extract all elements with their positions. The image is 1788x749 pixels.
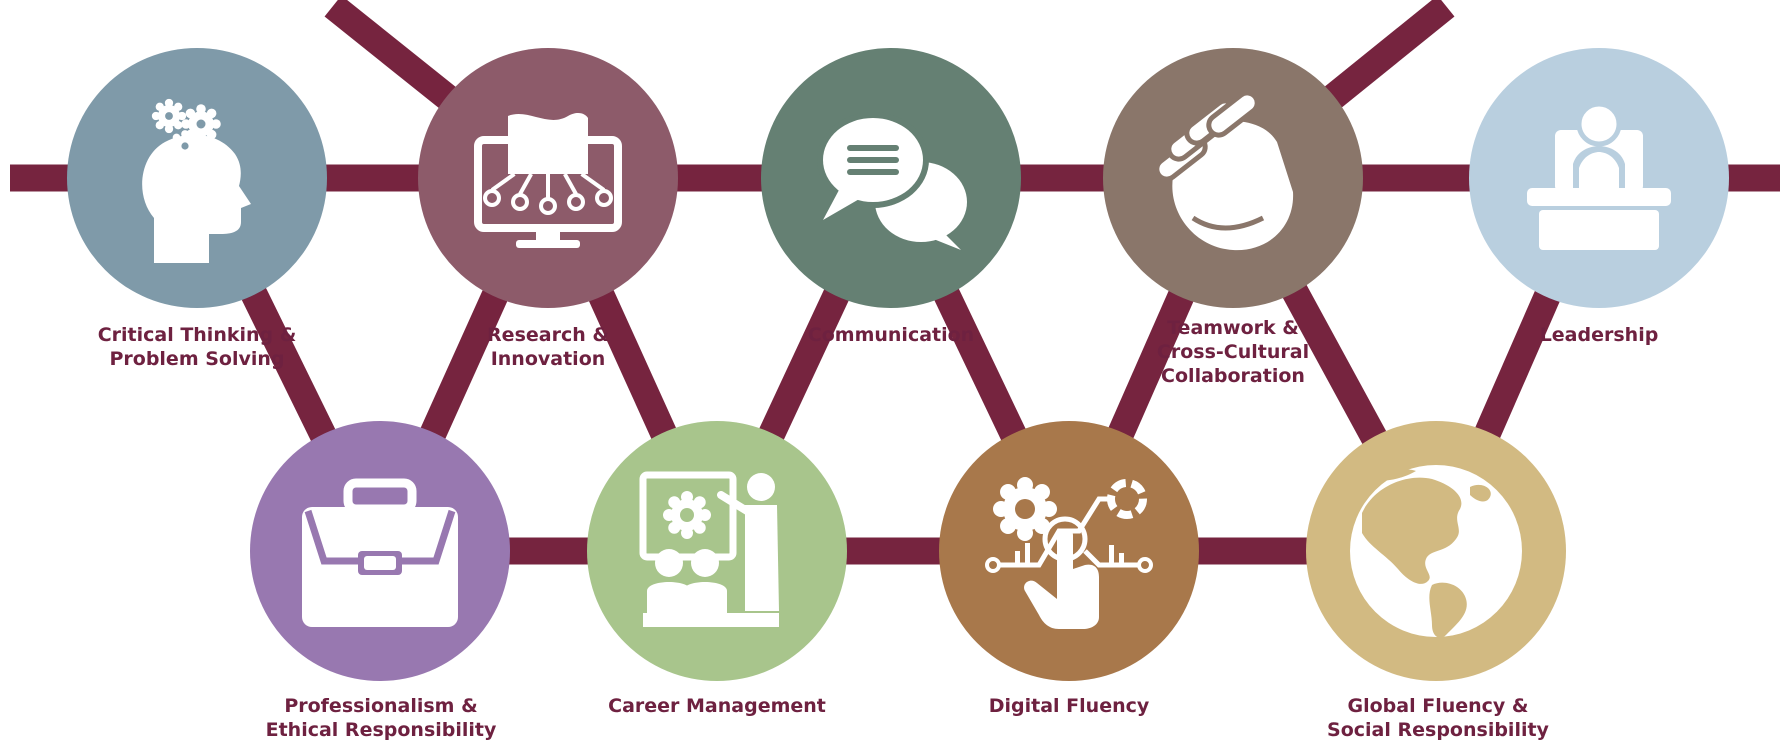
head-gears-icon — [142, 98, 251, 264]
label-line: Communication — [807, 324, 975, 346]
label-line: Cross-Cultural — [1156, 341, 1310, 363]
label-line: Research & — [487, 324, 609, 346]
career-circle — [587, 421, 847, 681]
speech-bubbles-icon — [817, 112, 967, 250]
label-line: Ethical Responsibility — [265, 719, 497, 741]
leadership-label: Leadership — [1540, 323, 1659, 347]
communication-label: Communication — [808, 323, 974, 347]
global-label: Global Fluency &Social Responsibility — [1327, 694, 1549, 742]
professionalism-label: Professionalism &Ethical Responsibility — [266, 694, 497, 742]
competency-circles — [67, 48, 1729, 681]
label-line: Teamwork & — [1167, 317, 1299, 339]
label-line: Career Management — [608, 695, 826, 717]
competency-professionalism — [250, 421, 510, 681]
label-line: Social Responsibility — [1327, 719, 1549, 741]
label-line: Innovation — [490, 348, 606, 370]
label-line: Digital Fluency — [988, 695, 1150, 717]
career-label: Career Management — [608, 694, 826, 718]
monitor-circuit-icon — [474, 112, 622, 248]
competency-teamwork — [1103, 48, 1363, 308]
competency-communication — [761, 48, 1021, 308]
handshake-icon — [1154, 90, 1294, 251]
label-line: Professionalism & — [284, 695, 478, 717]
label-line: Problem Solving — [109, 348, 285, 370]
presentation-icon — [639, 471, 779, 627]
briefcase-icon — [302, 478, 458, 627]
competency-global — [1306, 421, 1566, 681]
competency-digital — [939, 421, 1199, 681]
critical-thinking-label: Critical Thinking &Problem Solving — [98, 323, 297, 371]
digital-label: Digital Fluency — [989, 694, 1150, 718]
podium-speaker-icon — [1527, 101, 1671, 250]
competency-leadership — [1469, 48, 1729, 308]
label-line: Global Fluency & — [1347, 695, 1529, 717]
research-label: Research &Innovation — [487, 323, 609, 371]
label-line: Collaboration — [1161, 365, 1305, 387]
touch-tech-icon — [985, 477, 1153, 629]
competency-critical-thinking — [67, 48, 327, 308]
competency-career — [587, 421, 847, 681]
globe-icon — [1350, 465, 1522, 638]
label-line: Leadership — [1539, 324, 1659, 346]
competency-research — [418, 48, 678, 308]
label-line: Critical Thinking & — [97, 324, 297, 346]
